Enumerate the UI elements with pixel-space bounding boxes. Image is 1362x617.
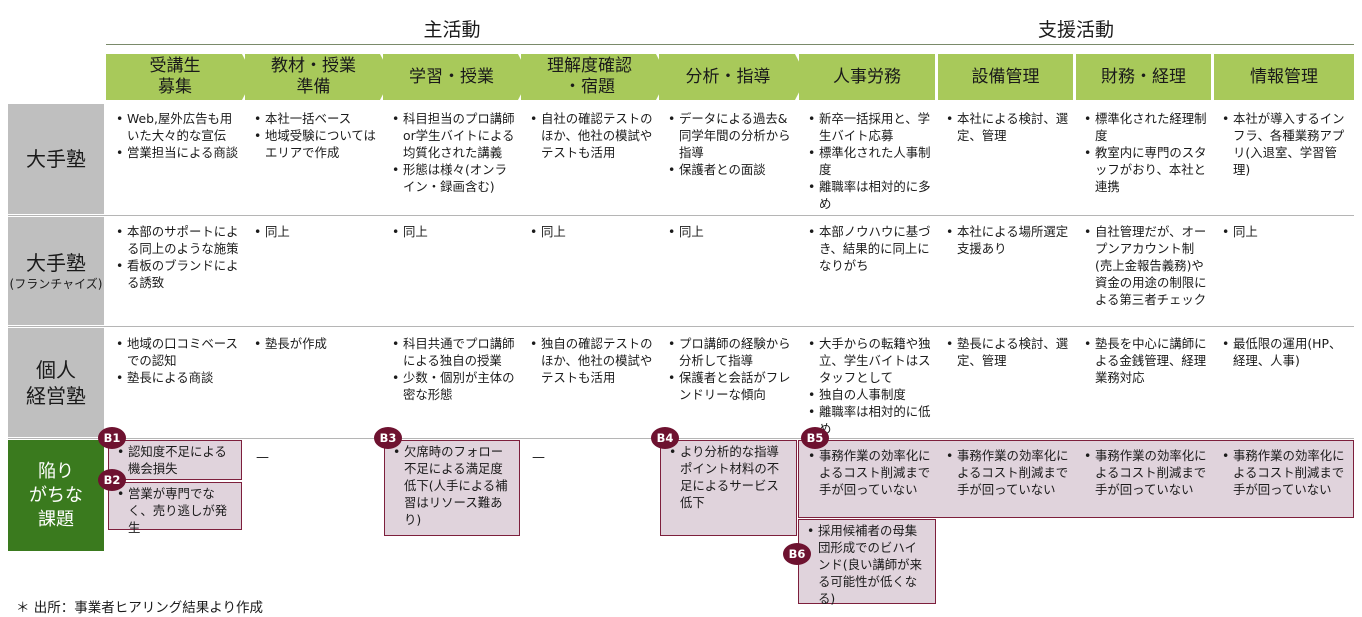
chevron-info-management: 情報管理 [1214,54,1354,100]
row-header-franchise-cram: 大手塾 (フランチャイズ) [8,217,104,325]
issue-b4-box: より分析的な指導ポイント材料の不足によるサービス低下 [660,440,797,536]
cell-large-finance: 標準化された経理制度教室内に専門のスタッフがおり、本社と連携 [1084,110,1208,195]
cell-franchise-facility: 本社による場所選定支援あり [946,223,1070,257]
issue-b3-box: 欠席時のフォロー不足による満足度低下(人手による補習はリソース難あり) [384,440,520,536]
cell-individual-material: 塾長が作成 [254,335,378,352]
cell-large-info: 本社が導入するインフラ、各種業務アプリ(入退室、学習管理) [1222,110,1350,178]
main-activities-title: 主活動 [423,19,481,41]
cell-large-learning: 科目担当のプロ講師or学生バイトによる均質化された講義形態は様々(オンライン・録… [392,110,516,195]
chevron-learning-lessons: 学習・授業 [383,54,530,100]
support-activities-title: 支援活動 [1037,19,1114,41]
cell-individual-info: 最低限の運用(HP、経理、人事) [1222,335,1350,369]
badge-b3: B3 [374,427,402,449]
chevron-material-prep: 教材・授業 準備 [245,54,392,100]
chevron-student-recruitment: 受講生 募集 [106,54,254,100]
cell-franchise-check: 同上 [530,223,654,240]
issue-empty-material: — [256,450,269,465]
badge-b2: B2 [98,469,126,491]
chevron-hr-labor: 人事労務 [799,54,935,100]
cell-individual-finance: 塾長を中心に講師による金銭管理、経理業務対応 [1084,335,1208,386]
chevron-facility-management: 設備管理 [938,54,1073,100]
cell-large-material: 本社一括ベース地域受験についてはエリアで作成 [254,110,378,161]
issue-b5-info: 事務作業の効率化によるコスト削減まで手が回っていない [1222,447,1346,498]
issue-b5-facility: 事務作業の効率化によるコスト削減まで手が回っていない [946,447,1070,498]
issue-b5-hr: 事務作業の効率化によるコスト削減まで手が回っていない [808,447,932,498]
cell-large-analysis: データによる過去&同学年間の分析から指導保護者との面談 [668,110,792,178]
row-divider [8,215,1354,216]
issue-b5-finance: 事務作業の効率化によるコスト削減まで手が回っていない [1084,447,1208,498]
issue-empty-check: — [532,450,545,465]
badge-b5: B5 [801,427,829,449]
cell-individual-facility: 塾長による検討、選定、管理 [946,335,1070,369]
cell-large-hr: 新卒一括採用と、学生バイト応募標準化された人事制度離職率は相対的に多め [808,110,932,212]
cell-large-recruitment: Web,屋外広告も用いた大々的な宣伝営業担当による商談 [116,110,240,161]
row-header-individual-cram: 個人 経営塾 [8,328,104,437]
source-footnote: ＊ 出所：事業者ヒアリング結果より作成 [16,600,264,616]
badge-b4: B4 [651,427,679,449]
row-header-common-issues: 陥り がちな 課題 [8,440,104,551]
cell-franchise-learning: 同上 [392,223,516,240]
row-divider [8,438,1354,439]
issue-b1-box: 認知度不足による機会損失 [108,440,242,480]
cell-individual-recruitment: 地域の口コミベースでの認知塾長による商談 [116,335,240,386]
chevron-finance-accounting: 財務・経理 [1076,54,1211,100]
cell-franchise-recruitment: 本部のサポートによる同上のような施策看板のブランドによる誘致 [116,223,240,291]
chevron-analysis-guidance: 分析・指導 [659,54,807,100]
cell-franchise-hr: 本部ノウハウに基づき、結果的に同上になりがち [808,223,932,274]
main-activities-line [106,44,798,45]
cell-franchise-finance: 自社管理だが、オープンアカウント制(売上金報告義務)や資金の用途の制限による第三… [1084,223,1208,308]
row-divider [8,326,1354,327]
badge-b6: B6 [783,543,811,565]
cell-large-facility: 本社による検討、選定、管理 [946,110,1070,144]
cell-individual-check: 独自の確認テストのほか、他社の模試やテストも活用 [530,335,654,386]
cell-individual-hr: 大手からの転籍や独立、学生バイトはスタッフとして独自の人事制度離職率は相対的に低… [808,335,932,437]
chevron-understanding-check: 理解度確認 ・宿題 [521,54,668,100]
support-activities-line [798,44,1354,45]
cell-individual-learning: 科目共通でプロ講師による独自の授業少数・個別が主体の密な形態 [392,335,516,403]
cell-franchise-material: 同上 [254,223,378,240]
cell-large-check: 自社の確認テストのほか、他社の模試やテストも活用 [530,110,654,161]
issue-b2-box: 営業が専門でなく、売り逃しが発生 [108,482,242,535]
badge-b1: B1 [98,427,126,449]
cell-franchise-analysis: 同上 [668,223,792,240]
row-header-large-cram: 大手塾 [8,104,104,214]
issue-b5-box: 事務作業の効率化によるコスト削減まで手が回っていない 事務作業の効率化によるコス… [798,440,1354,518]
issue-b6-box: 採用候補者の母集団形成でのビハインド(良い講師が来る可能性が低くなる) [798,519,936,606]
cell-individual-analysis: プロ講師の経験から分析して指導保護者と会話がフレンドリーな傾向 [668,335,792,403]
cell-franchise-info: 同上 [1222,223,1350,240]
